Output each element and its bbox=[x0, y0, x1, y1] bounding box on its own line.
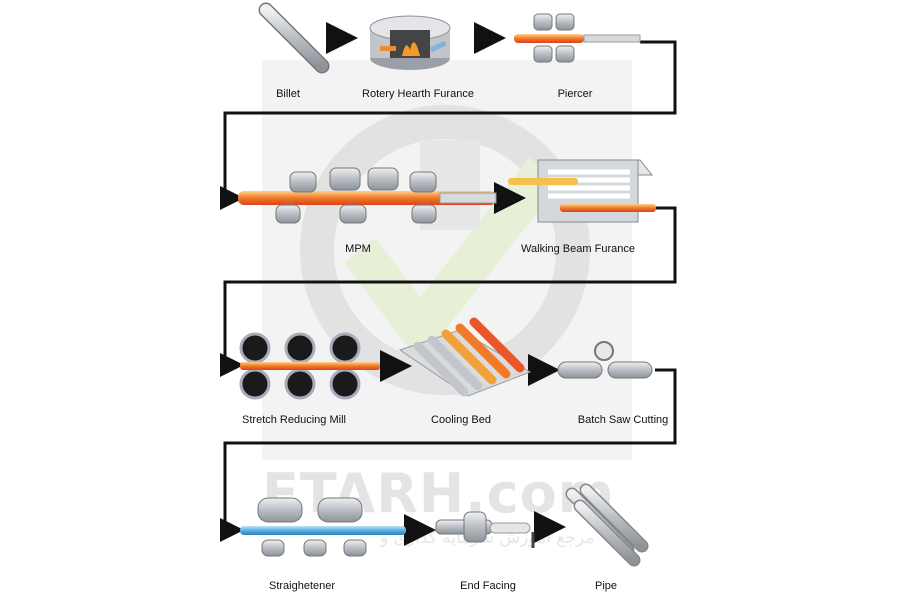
step-label-pipe: Pipe bbox=[594, 580, 618, 592]
pipe-illustration bbox=[565, 483, 649, 567]
step-arrows bbox=[326, 22, 566, 546]
step-label-mpm: MPM bbox=[345, 243, 371, 255]
rotary-furnace-illustration bbox=[369, 15, 451, 70]
step-label-end-facing: End Facing bbox=[460, 580, 516, 592]
billet-illustration bbox=[258, 2, 330, 74]
flow-line-row1 bbox=[220, 40, 677, 210]
flow-line-row3 bbox=[220, 368, 677, 542]
step-label-stretch-reducing: Stretch Reducing Mill bbox=[242, 414, 346, 426]
stretch-reducing-illustration bbox=[239, 332, 380, 400]
piercer-illustration bbox=[514, 13, 641, 63]
batch-saw-illustration bbox=[557, 341, 653, 379]
mpm-illustration bbox=[238, 167, 497, 224]
cooling-bed-illustration bbox=[398, 317, 532, 397]
step-label-billet: Billet bbox=[276, 88, 300, 100]
walking-beam-illustration bbox=[508, 159, 656, 223]
end-facing-illustration bbox=[435, 511, 535, 548]
step-label-cooling-bed: Cooling Bed bbox=[431, 414, 491, 426]
step-label-walking-beam: Walking Beam Furance bbox=[521, 243, 635, 255]
flow-lines bbox=[220, 40, 677, 542]
step-label-rotary-furnace: Rotery Hearth Furance bbox=[362, 88, 474, 100]
step-label-piercer: Piercer bbox=[557, 88, 593, 100]
flow-line-row2 bbox=[220, 206, 677, 377]
step-label-straightener: Straighetener bbox=[268, 580, 336, 592]
straightener-illustration bbox=[240, 497, 406, 557]
step-label-batch-saw: Batch Saw Cutting bbox=[577, 414, 669, 426]
